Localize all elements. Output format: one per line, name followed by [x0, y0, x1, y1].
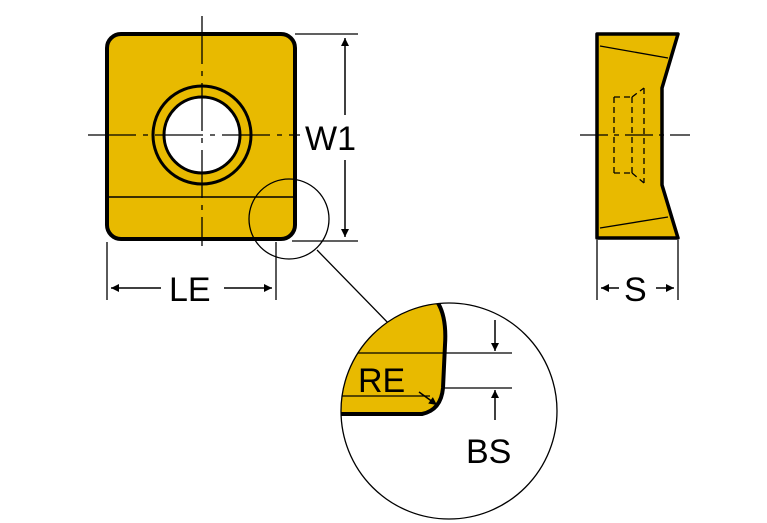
dimension-s: S: [596, 240, 679, 309]
detail-view-border: [340, 302, 558, 520]
re-label: RE: [358, 362, 405, 400]
detail-leader-line: [316, 249, 393, 328]
bs-label: BS: [466, 433, 511, 471]
side-body: [595, 32, 680, 240]
insert-side-view: [580, 32, 690, 240]
detail-callout-circle: [248, 178, 330, 260]
centerlines-top: [88, 16, 310, 246]
insert-top-view: [88, 16, 310, 246]
le-label: LE: [169, 271, 211, 309]
s-label: S: [624, 271, 647, 309]
re-arrow: [418, 391, 438, 406]
dimension-le: LE: [106, 242, 277, 309]
corner-detail-view: RE BS: [340, 302, 558, 520]
dimension-w1: W1: [292, 33, 386, 242]
w1-label: W1: [305, 120, 356, 158]
